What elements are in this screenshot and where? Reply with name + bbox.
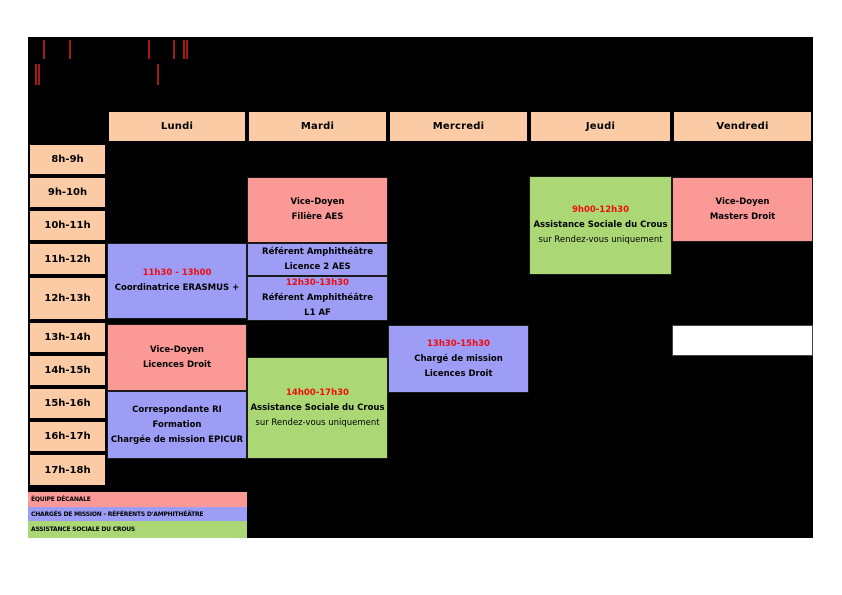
event-subtitle: Licences Droit	[424, 368, 493, 379]
banner-glyph-mark	[157, 64, 159, 85]
event-vendredi-empty-slot	[672, 325, 813, 356]
event-subtitle: Filière AES	[291, 212, 344, 222]
time-slot: 16h-17h	[28, 420, 107, 453]
time-slot: 11h-12h	[28, 242, 107, 276]
event-jeudi-crous: 9h00-12h30 Assistance Sociale du Crous s…	[529, 176, 672, 275]
event-subtitle: L1 AF	[304, 308, 331, 318]
legend-equipe-decanale: ÉQUIPE DÉCANALE	[28, 492, 247, 507]
day-header-jeudi: Jeudi	[529, 110, 672, 143]
banner-glyph-mark	[38, 64, 40, 85]
time-slot: 12h-13h	[28, 276, 107, 321]
event-subtitle: Masters Droit	[709, 211, 776, 222]
event-time: 11h30 - 13h00	[142, 268, 212, 278]
event-title: Chargé de mission	[414, 353, 503, 364]
event-title: Vice-Doyen	[150, 344, 204, 355]
event-title: Coordinatrice ERASMUS +	[114, 283, 240, 293]
event-time: 9h00-12h30	[571, 205, 630, 215]
day-header-mardi: Mardi	[247, 110, 388, 143]
event-lundi-erasmus: 11h30 - 13h00 Coordinatrice ERASMUS +	[107, 243, 247, 319]
banner-glyph-mark	[43, 40, 45, 59]
event-mardi-crous: 14h00-17h30 Assistance Sociale du Crous …	[247, 357, 388, 459]
event-title: Vice-Doyen	[290, 197, 345, 207]
event-mardi-referent-l1af: 12h30-13h30 Référent Amphithéâtre L1 AF	[247, 276, 388, 321]
banner-glyph-mark	[69, 40, 71, 59]
event-title: Référent Amphithéâtre	[262, 293, 373, 303]
event-time: 12h30-13h30	[286, 278, 349, 288]
time-slot: 9h-10h	[28, 176, 107, 209]
event-note: sur Rendez-vous uniquement	[538, 235, 663, 245]
event-title: Référent Amphithéâtre	[262, 246, 373, 257]
legend-charges-mission: CHARGÉS DE MISSION - RÉFÉRENTS D'AMPHITH…	[28, 507, 247, 521]
legend-assistance-sociale: ASSISTANCE SOCIALE DU CROUS	[28, 521, 247, 538]
event-subtitle: Chargée de mission EPICUR	[110, 434, 244, 445]
time-slot: 14h-15h	[28, 354, 107, 387]
day-header-vendredi: Vendredi	[672, 110, 813, 143]
banner-glyph-mark	[173, 40, 175, 59]
event-title: Correspondante RI Formation	[132, 404, 222, 430]
time-slot: 13h-14h	[28, 321, 107, 354]
banner-glyph-mark	[35, 64, 37, 85]
event-title: Assistance Sociale du Crous	[250, 402, 385, 413]
event-time: 13h30-15h30	[427, 338, 490, 349]
time-slot: 10h-11h	[28, 209, 107, 242]
event-time: 14h00-17h30	[286, 387, 349, 398]
legend-label: ÉQUIPE DÉCANALE	[31, 496, 91, 503]
day-header-lundi: Lundi	[107, 110, 247, 143]
event-title: Vice-Doyen	[715, 196, 770, 207]
event-note: sur Rendez-vous uniquement	[255, 417, 380, 428]
day-header-mercredi: Mercredi	[388, 110, 529, 143]
time-slot: 17h-18h	[28, 453, 107, 487]
banner-glyph-mark	[183, 40, 185, 59]
banner-glyph-mark	[148, 40, 150, 59]
event-lundi-vice-doyen: Vice-Doyen Licences Droit	[107, 324, 247, 391]
event-mardi-referent-2aes: Référent Amphithéâtre Licence 2 AES	[247, 243, 388, 276]
legend-label: ASSISTANCE SOCIALE DU CROUS	[31, 526, 136, 533]
event-subtitle: Licences Droit	[142, 359, 212, 370]
event-subtitle: Licence 2 AES	[284, 261, 351, 272]
legend-label: CHARGÉS DE MISSION - RÉFÉRENTS D'AMPHITH…	[31, 510, 204, 518]
event-vendredi-vice-doyen: Vice-Doyen Masters Droit	[672, 177, 813, 242]
event-title: Assistance Sociale du Crous	[533, 220, 668, 230]
time-slot: 8h-9h	[28, 143, 107, 176]
event-lundi-correspondante: Correspondante RI Formation Chargée de m…	[107, 391, 247, 459]
title-banner	[28, 37, 813, 110]
banner-glyph-mark	[186, 40, 188, 59]
event-mardi-vice-doyen-aes: Vice-Doyen Filière AES	[247, 177, 388, 243]
time-slot: 15h-16h	[28, 387, 107, 420]
event-mercredi-charge-mission: 13h30-15h30 Chargé de mission Licences D…	[388, 325, 529, 393]
schedule-board: Lundi Mardi Mercredi Jeudi Vendredi 8h-9…	[28, 37, 813, 538]
